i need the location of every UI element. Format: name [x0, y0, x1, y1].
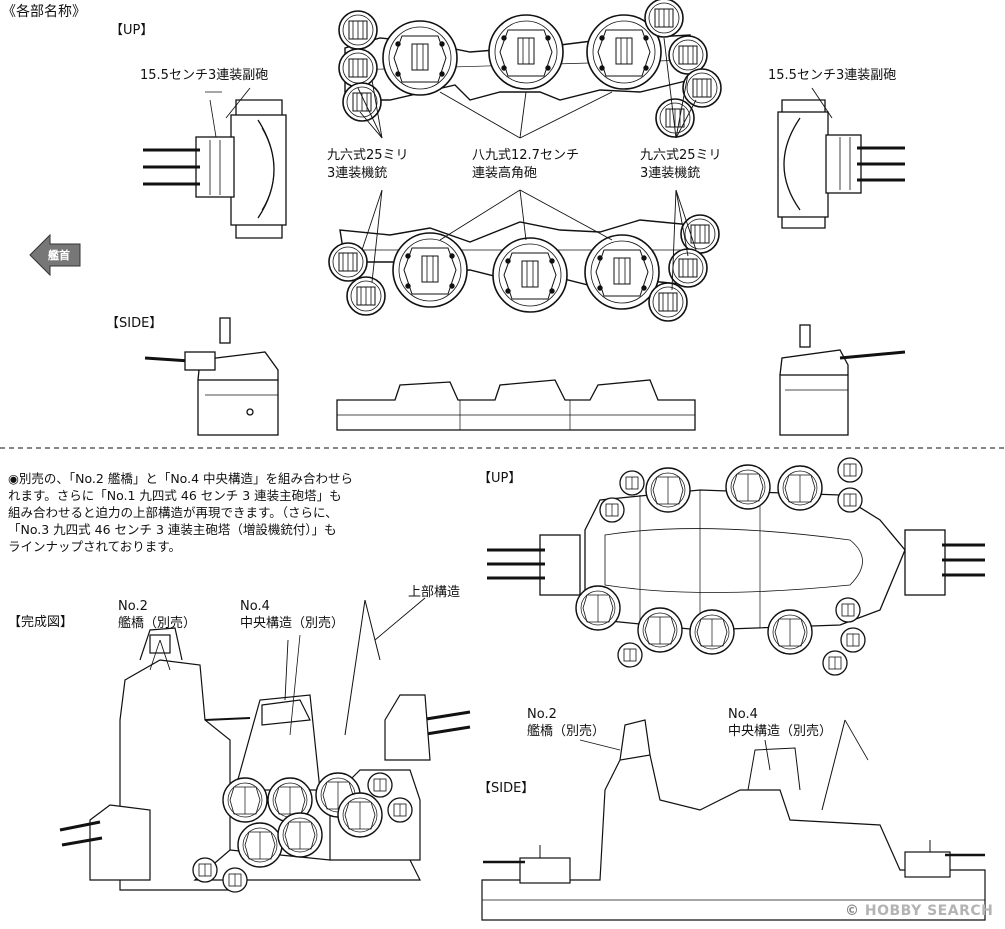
top-upper-deck [338, 0, 722, 138]
top-left-secondary-turret [143, 91, 287, 239]
upper-structure-label: 上部構造 [408, 585, 461, 600]
complete-drawing-label: 【完成図】 [8, 615, 74, 630]
center-aa-gun-label: 八九式12.7センチ 連装高角砲 [472, 148, 579, 181]
assembly-note: ◉別売の、「No.2 艦橋」と「No.4 中央構造」を組み合わせら れます。さら… [8, 471, 354, 554]
watermark: © HOBBY SEARCH [845, 903, 994, 919]
bow-arrow-icon [29, 233, 81, 277]
assembled-side-leader-lines [579, 739, 771, 771]
top-right-secondary-turret [777, 99, 905, 229]
top-up-label: 【UP】 [110, 23, 154, 38]
right-aa-gun-label: 九六式25ミリ 3連装機銃 [640, 148, 722, 181]
side-no2-bridge-label: No.2 艦橋（別売） [527, 707, 606, 739]
top-side-left-turret [144, 317, 279, 436]
assembled-up-view [487, 489, 985, 631]
left-secondary-gun-label: 15.5センチ3連装副砲 [140, 68, 269, 83]
top-lower-deck [328, 214, 720, 322]
bow-arrow-label: 艦首 [48, 249, 70, 262]
bottom-up-label: 【UP】 [478, 471, 522, 486]
top-side-right-turret [779, 324, 906, 436]
bottom-side-label: 【SIDE】 [478, 781, 535, 796]
left-aa-gun-label: 九六式25ミリ 3連装機銃 [327, 148, 409, 181]
no4-center-structure-label: No.4 中央構造（別売） [240, 599, 345, 631]
complete-leader-lines [159, 597, 426, 701]
side-no4-center-structure-label: No.4 中央構造（別売） [728, 707, 833, 739]
section-heading: 《各部名称》 [2, 4, 86, 20]
no2-bridge-label: No.2 艦橋（別売） [118, 599, 197, 631]
right-secondary-gun-label: 15.5センチ3連装副砲 [768, 68, 897, 83]
top-side-label: 【SIDE】 [106, 316, 163, 331]
top-leader-lines [225, 37, 833, 291]
top-side-center-deck [336, 379, 696, 431]
assembled-side-view [481, 719, 986, 921]
